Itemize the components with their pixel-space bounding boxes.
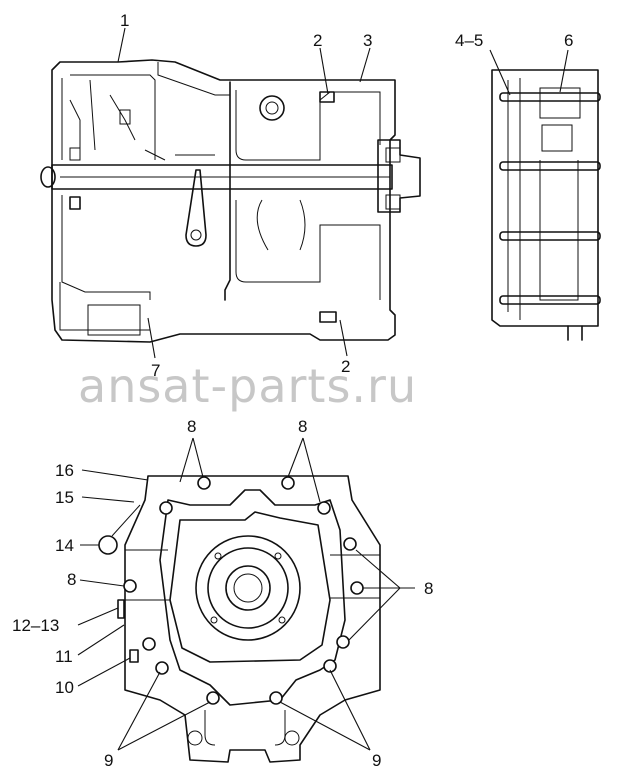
callout-9-left: 9 (104, 751, 113, 770)
filler-plug (259, 95, 285, 121)
callout-2-top: 2 (313, 31, 322, 50)
callout-2-bottom: 2 (341, 357, 350, 376)
stud-bottom (319, 311, 337, 323)
callout-10: 10 (55, 678, 74, 697)
watermark: ansat-parts.ru (78, 359, 417, 413)
callout-16: 16 (55, 461, 74, 480)
callout-7: 7 (151, 361, 160, 380)
housing-bolts (123, 476, 364, 705)
callout-8-left: 8 (67, 570, 76, 589)
leader-lines (77, 27, 569, 751)
shaft-end-nut (40, 166, 56, 188)
callout-1: 1 (120, 11, 129, 30)
callout-6: 6 (564, 31, 573, 50)
bearing-retainer (195, 535, 301, 641)
front-view (98, 475, 381, 763)
callout-3: 3 (363, 31, 372, 50)
sensor-bracket (117, 599, 125, 619)
end-view (491, 69, 601, 341)
callout-12-13: 12–13 (12, 616, 59, 635)
end-cover (539, 87, 581, 119)
main-shaft (51, 164, 393, 190)
end-bolts (499, 92, 601, 305)
front-cover (169, 511, 331, 663)
end-plate (491, 69, 599, 327)
callout-8-top-right: 8 (298, 417, 307, 436)
callout-4-5: 4–5 (455, 31, 483, 50)
plug-14 (98, 535, 118, 555)
callout-15: 15 (55, 488, 74, 507)
callout-labels: 1 2 3 4–5 6 7 2 8 8 16 15 14 8 8 12–13 1… (12, 11, 573, 770)
output-flange (377, 139, 421, 213)
callout-14: 14 (55, 536, 74, 555)
callout-8-top-left: 8 (187, 417, 196, 436)
stud-top (319, 91, 335, 103)
bell-housing (124, 475, 381, 763)
shift-fork (185, 169, 207, 247)
callout-11: 11 (55, 647, 73, 666)
callout-8-right: 8 (424, 579, 433, 598)
callout-9-right: 9 (372, 751, 381, 770)
side-section-view (40, 59, 421, 343)
